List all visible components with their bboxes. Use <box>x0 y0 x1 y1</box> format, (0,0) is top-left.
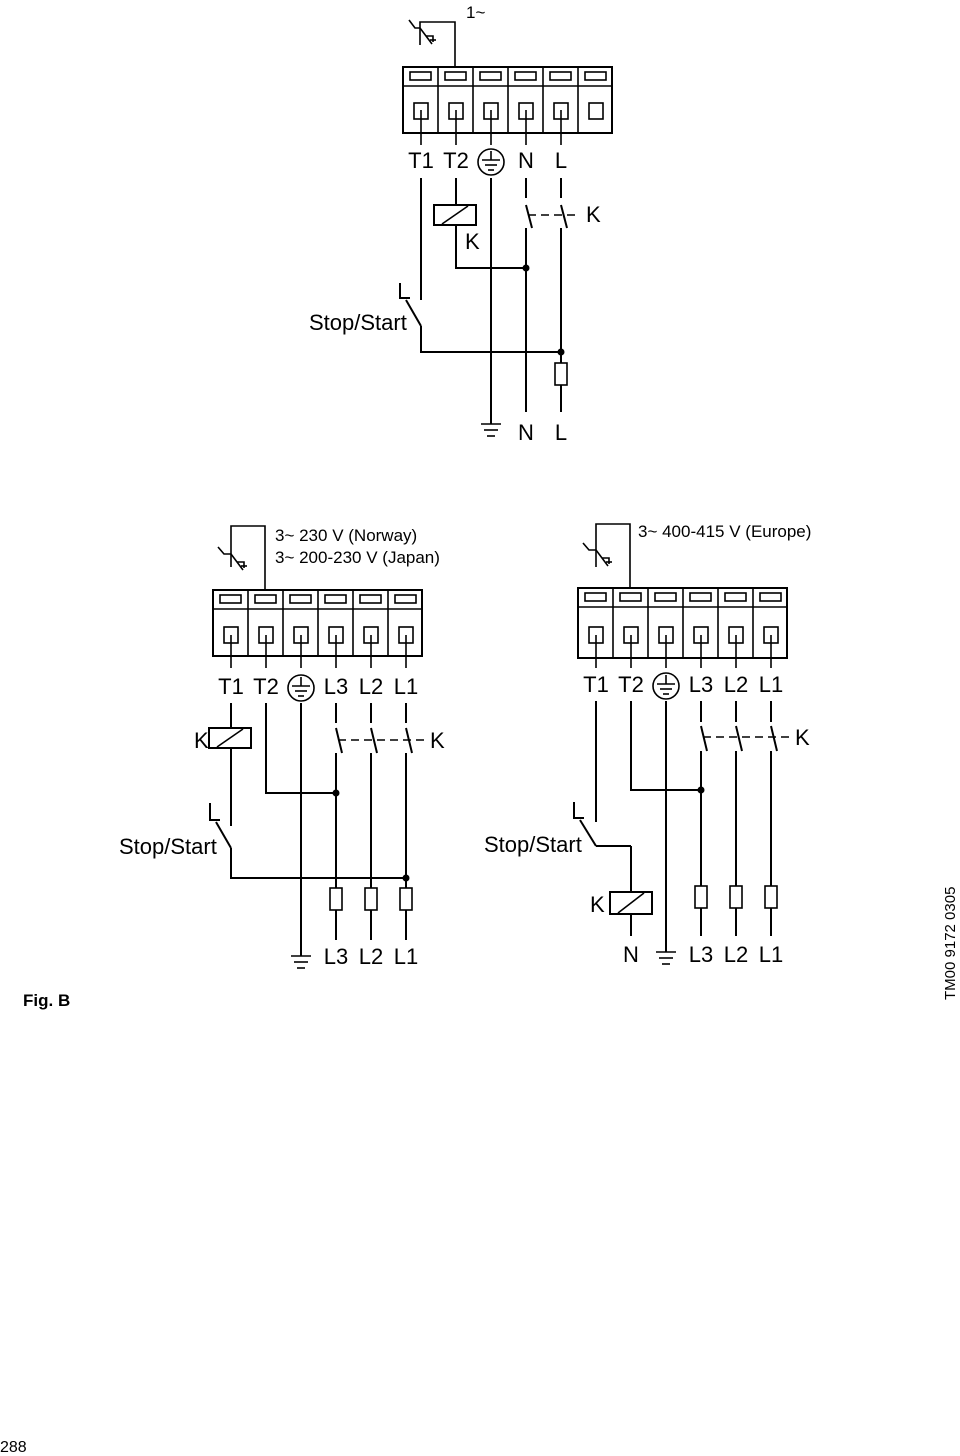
junction-dot <box>332 789 340 797</box>
junction-dot <box>402 874 410 882</box>
contactor-coil-icon <box>609 891 653 915</box>
earth-ground-icon <box>656 936 676 965</box>
terminal-block <box>402 66 613 145</box>
terminal-label-t1: T1 <box>583 672 609 697</box>
earth-ground-icon <box>291 940 311 969</box>
contactor-contact-label: K <box>586 202 601 227</box>
terminal-label-l1: L1 <box>394 674 418 699</box>
thermal-switch-icon <box>582 523 631 588</box>
contactor-coil-label: K <box>194 728 209 753</box>
fuse-icon <box>399 887 413 911</box>
stop-start-label: Stop/Start <box>484 832 582 857</box>
thermal-switch-icon <box>217 525 266 590</box>
supply-label-l1: L1 <box>394 944 418 969</box>
contactor-contact-icon <box>335 727 424 754</box>
supply-label-l3: L3 <box>689 942 713 967</box>
diagram-title: 3~ 400-415 V (Europe) <box>638 522 811 541</box>
diagram-single-phase: 1~ T1 <box>309 3 613 445</box>
terminal-label-n: N <box>518 148 534 173</box>
terminal-label-l3: L3 <box>689 672 713 697</box>
figure-label: Fig. B <box>23 991 70 1010</box>
thermal-switch-icon <box>408 19 456 67</box>
junction-dot <box>557 348 565 356</box>
supply-label-n: N <box>518 420 534 445</box>
junction-dot <box>697 786 705 794</box>
earth-ground-icon <box>481 412 501 437</box>
diagram-three-phase-europe: 3~ 400-415 V (Europe) <box>484 522 811 967</box>
contactor-contact-icon <box>700 725 789 752</box>
terminal-label-l2: L2 <box>359 674 383 699</box>
terminal-label-t2: T2 <box>618 672 644 697</box>
contactor-contact-icon <box>525 204 580 229</box>
terminal-block <box>577 587 788 668</box>
diagram-title-line2: 3~ 200-230 V (Japan) <box>275 548 440 567</box>
diagram-title: 1~ <box>466 3 485 22</box>
supply-label-l: L <box>555 420 567 445</box>
fuse-icon <box>554 362 568 386</box>
supply-label-l2: L2 <box>359 944 383 969</box>
protective-earth-icon <box>477 148 505 176</box>
diagram-title-line1: 3~ 230 V (Norway) <box>275 526 417 545</box>
page-number: 288 <box>0 1439 27 1456</box>
terminal-label-l1: L1 <box>759 672 783 697</box>
contactor-coil-label: K <box>590 892 605 917</box>
junction-dot <box>522 264 530 272</box>
wire-switch-return <box>420 326 561 353</box>
terminal-label-t1: T1 <box>218 674 244 699</box>
fuse-icon <box>329 887 343 911</box>
terminal-label-t2: T2 <box>443 148 469 173</box>
supply-label-l3: L3 <box>324 944 348 969</box>
contactor-coil-label: K <box>465 229 480 254</box>
stop-start-switch-icon <box>573 802 597 847</box>
document-code: TM00 9172 0305 <box>942 887 959 1000</box>
stop-start-switch-icon <box>209 803 232 849</box>
fuse-icon <box>764 885 778 909</box>
terminal-label-l: L <box>555 148 567 173</box>
terminal-label-t1: T1 <box>408 148 434 173</box>
contactor-contact-label: K <box>795 725 810 750</box>
protective-earth-icon <box>652 672 680 700</box>
supply-label-l1: L1 <box>759 942 783 967</box>
protective-earth-icon <box>287 674 315 702</box>
fuse-icon <box>729 885 743 909</box>
supply-label-l2: L2 <box>724 942 748 967</box>
terminal-label-l3: L3 <box>324 674 348 699</box>
terminal-block <box>212 589 423 668</box>
wire-coil-return <box>455 225 526 269</box>
stop-start-switch-icon <box>399 283 422 327</box>
contactor-coil-icon <box>433 204 477 226</box>
supply-label-n: N <box>623 942 639 967</box>
diagram-three-phase-norway-japan: 3~ 230 V (Norway) 3~ 200-230 V (Japan) <box>119 525 445 969</box>
fuse-icon <box>364 887 378 911</box>
fuse-icon <box>694 885 708 909</box>
terminal-label-l2: L2 <box>724 672 748 697</box>
stop-start-label: Stop/Start <box>309 310 407 335</box>
terminal-label-t2: T2 <box>253 674 279 699</box>
stop-start-label: Stop/Start <box>119 834 217 859</box>
contactor-contact-label: K <box>430 728 445 753</box>
contactor-coil-icon <box>208 727 252 749</box>
